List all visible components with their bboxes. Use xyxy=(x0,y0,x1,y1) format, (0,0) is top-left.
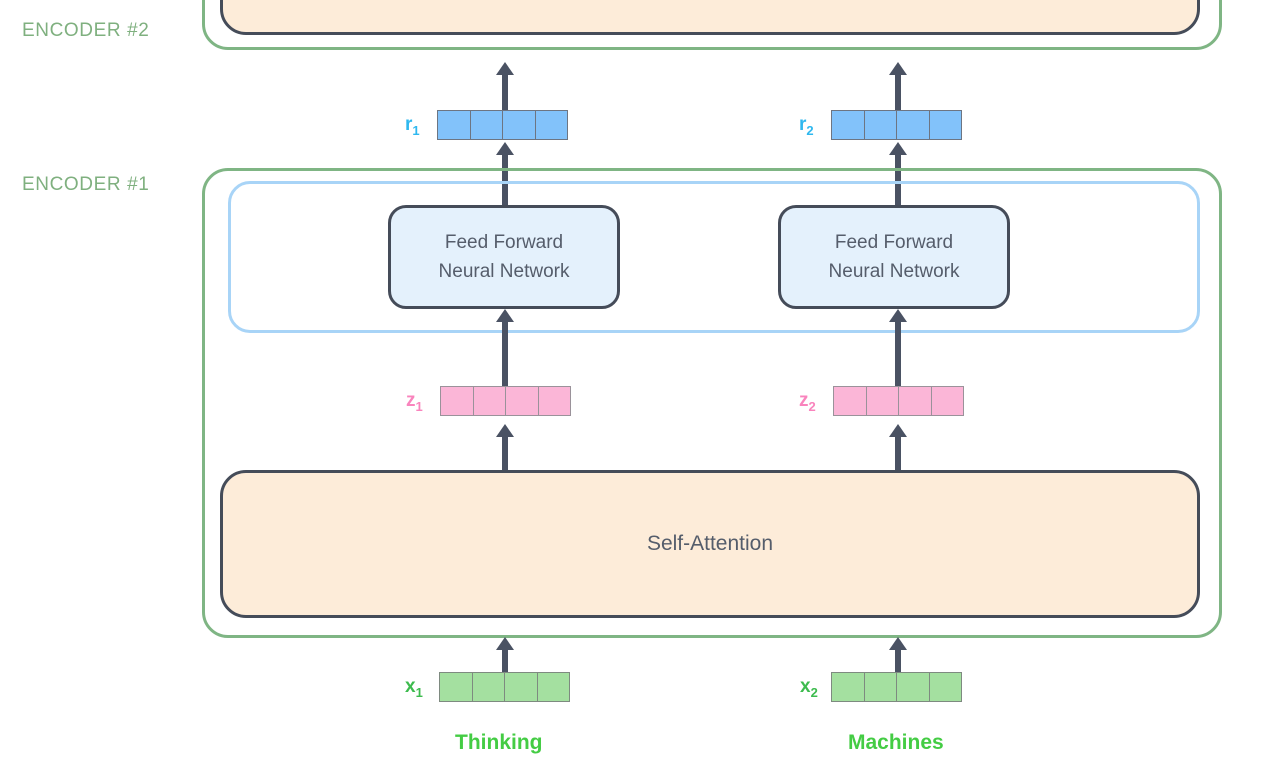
vector-label-x2-sub: 2 xyxy=(810,684,818,700)
vector-cell xyxy=(537,386,571,416)
arrow-shaft xyxy=(895,319,901,387)
vector-cell xyxy=(504,672,538,702)
arrow-head xyxy=(889,62,907,75)
feed-forward-layer-container xyxy=(228,181,1200,333)
feed-forward-right-line2: Neural Network xyxy=(828,261,960,282)
vector-cell xyxy=(437,110,471,140)
vector-label-z1-text: z xyxy=(406,390,416,411)
arrow-shaft xyxy=(502,72,508,111)
self-attention-block-encoder-2: Self-Attention xyxy=(220,0,1200,35)
arrow-head xyxy=(496,142,514,155)
vector-cell xyxy=(505,386,539,416)
vector-label-r1-sub: 1 xyxy=(412,122,420,138)
arrow-z2-to-ffn-right xyxy=(889,309,907,387)
vector-label-r2-text: r xyxy=(799,114,807,135)
arrow-shaft xyxy=(502,434,508,472)
vector-r1 xyxy=(437,110,571,140)
vector-cell xyxy=(469,110,503,140)
vector-cell xyxy=(831,672,865,702)
vector-label-r1: r1 xyxy=(405,114,420,138)
vector-label-r1-text: r xyxy=(405,114,413,135)
arrow-z1-to-ffn-left xyxy=(496,309,514,387)
encoder-1-container xyxy=(202,168,1222,638)
vector-cell xyxy=(930,386,964,416)
vector-cell xyxy=(928,110,962,140)
vector-cell xyxy=(896,672,930,702)
self-attention-block-encoder-1: Self-Attention xyxy=(220,470,1200,618)
encoder-2-label: ENCODER #2 xyxy=(22,20,150,41)
vector-label-r2: r2 xyxy=(799,114,814,138)
arrow-x1-to-encoder1 xyxy=(496,637,514,673)
arrow-head xyxy=(889,637,907,650)
vector-cell xyxy=(928,672,962,702)
vector-cell xyxy=(471,672,505,702)
arrow-head xyxy=(496,309,514,322)
input-word-machines: Machines xyxy=(848,731,944,754)
arrow-shaft xyxy=(895,72,901,111)
arrow-head xyxy=(496,637,514,650)
arrow-head xyxy=(496,62,514,75)
vector-z1 xyxy=(440,386,574,416)
vector-cell xyxy=(833,386,867,416)
arrow-r1-to-encoder2 xyxy=(496,62,514,111)
feed-forward-block-left: Feed Forward Neural Network xyxy=(388,205,620,309)
vector-cell xyxy=(865,386,899,416)
vector-cell xyxy=(863,672,897,702)
input-word-thinking: Thinking xyxy=(455,731,543,754)
vector-cell xyxy=(472,386,506,416)
vector-cell xyxy=(896,110,930,140)
feed-forward-left-line2: Neural Network xyxy=(438,261,570,282)
vector-x2 xyxy=(831,672,965,702)
vector-label-z1-sub: 1 xyxy=(415,398,423,414)
vector-cell xyxy=(898,386,932,416)
vector-z2 xyxy=(833,386,967,416)
arrow-head xyxy=(889,424,907,437)
arrow-r2-to-encoder2 xyxy=(889,62,907,111)
vector-label-z1: z1 xyxy=(406,390,423,414)
vector-label-z2-sub: 2 xyxy=(808,398,816,414)
vector-cell xyxy=(831,110,865,140)
arrow-shaft xyxy=(895,434,901,472)
vector-cell xyxy=(502,110,536,140)
self-attention-label-1: Self-Attention xyxy=(646,532,774,555)
arrow-shaft xyxy=(895,152,901,207)
vector-cell xyxy=(440,386,474,416)
arrow-self-attention-to-z1 xyxy=(496,424,514,472)
arrow-head xyxy=(496,424,514,437)
arrow-shaft xyxy=(502,152,508,207)
arrow-head xyxy=(889,142,907,155)
feed-forward-right-line1: Feed Forward xyxy=(834,231,954,253)
arrow-ffn-left-to-r1 xyxy=(496,142,514,207)
vector-cell xyxy=(536,672,570,702)
arrow-head xyxy=(889,309,907,322)
vector-r2 xyxy=(831,110,965,140)
vector-cell xyxy=(863,110,897,140)
arrow-x2-to-encoder1 xyxy=(889,637,907,673)
vector-label-x2: x2 xyxy=(800,676,818,700)
arrow-ffn-right-to-r2 xyxy=(889,142,907,207)
vector-x1 xyxy=(439,672,573,702)
vector-label-z2-text: z xyxy=(799,390,809,411)
vector-label-r2-sub: 2 xyxy=(806,122,814,138)
arrow-self-attention-to-z2 xyxy=(889,424,907,472)
feed-forward-block-right: Feed Forward Neural Network xyxy=(778,205,1010,309)
encoder-2-container xyxy=(202,0,1222,50)
feed-forward-left-line1: Feed Forward xyxy=(444,231,564,253)
vector-label-x1-sub: 1 xyxy=(415,684,423,700)
encoder-1-label: ENCODER #1 xyxy=(22,174,150,195)
arrow-shaft xyxy=(502,319,508,387)
arrow-shaft xyxy=(502,647,508,673)
vector-label-x2-text: x xyxy=(800,676,811,697)
vector-cell xyxy=(439,672,473,702)
vector-label-x1-text: x xyxy=(405,676,416,697)
vector-label-x1: x1 xyxy=(405,676,423,700)
vector-label-z2: z2 xyxy=(799,390,816,414)
arrow-shaft xyxy=(895,647,901,673)
vector-cell xyxy=(534,110,568,140)
